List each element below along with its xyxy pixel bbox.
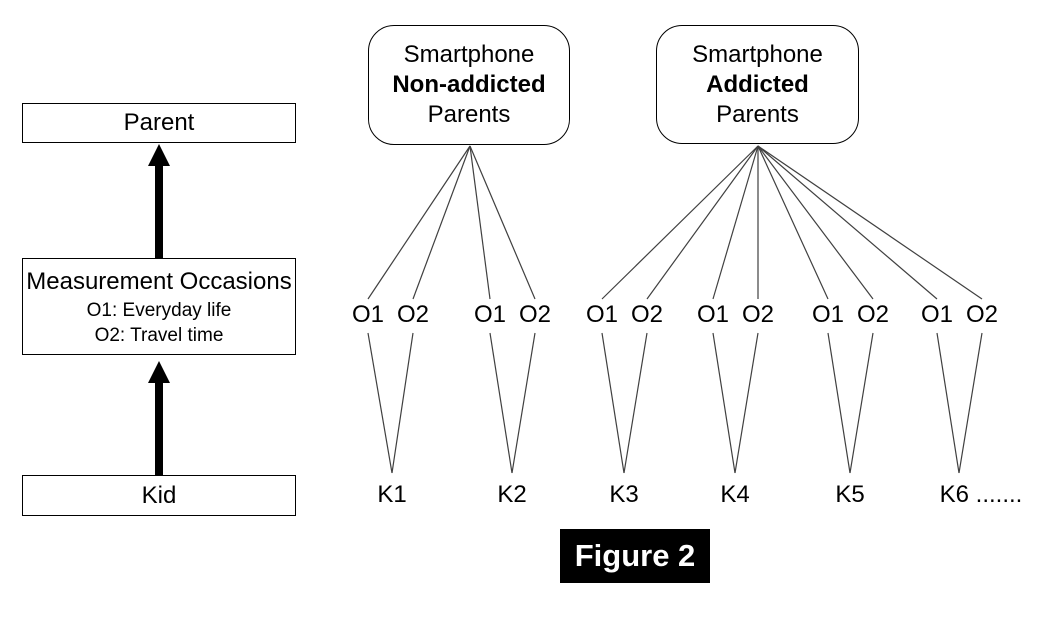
occasion-label-k4-o1: O1	[696, 301, 730, 328]
non-addicted-line3: Parents	[427, 101, 511, 128]
measurement-occasions-box: Measurement Occasions O1: Everyday life …	[22, 258, 296, 355]
arrow-kid-to-measurement	[148, 361, 170, 475]
figure-caption: Figure 2	[574, 538, 696, 573]
figure-caption-box: Figure 2	[560, 529, 710, 583]
measurement-o1-description: O1: Everyday life	[86, 299, 232, 321]
occasion-label-k4-o2: O2	[741, 301, 775, 328]
addicted-line1: Smartphone	[692, 40, 823, 68]
v-lines-kids	[367, 332, 983, 474]
fan-addicted	[601, 145, 983, 300]
kid-label-k3: K3	[609, 481, 639, 508]
occasion-label-k2-o2: O2	[518, 301, 552, 328]
occasion-label-k2-o1: O1	[473, 301, 507, 328]
non-addicted-line1: Smartphone	[403, 41, 535, 68]
occasion-label-k5-o1: O1	[811, 301, 845, 328]
kid-label-k6-ellipsis: K6 .......	[939, 481, 1023, 508]
occasion-label-k3-o1: O1	[585, 301, 619, 328]
addicted-parents-box: Smartphone Addicted Parents	[656, 25, 859, 144]
parent-box: Parent	[22, 103, 296, 143]
occasion-label-k5-o2: O2	[856, 301, 890, 328]
arrow-measurement-to-parent	[148, 144, 170, 258]
addicted-line2: Addicted	[706, 70, 809, 98]
occasion-label-k6-o2: O2	[965, 301, 999, 328]
occasion-label-k1-o2: O2	[396, 301, 430, 328]
kid-box: Kid	[22, 475, 296, 516]
occasion-label-k6-o1: O1	[920, 301, 954, 328]
kid-label: Kid	[141, 481, 177, 509]
fan-non-addicted	[367, 145, 536, 300]
kid-label-k5: K5	[835, 481, 865, 508]
measurement-title: Measurement Occasions	[26, 267, 292, 295]
kid-label-k2: K2	[497, 481, 527, 508]
non-addicted-line2: Non-addicted	[392, 71, 546, 98]
kid-label-k1: K1	[377, 481, 407, 508]
kid-label-k4: K4	[720, 481, 750, 508]
parent-label: Parent	[123, 109, 195, 136]
addicted-line3: Parents	[716, 100, 799, 128]
occasion-label-k1-o1: O1	[351, 301, 385, 328]
measurement-o2-description: O2: Travel time	[94, 324, 224, 346]
non-addicted-parents-box: Smartphone Non-addicted Parents	[368, 25, 570, 145]
occasion-label-k3-o2: O2	[630, 301, 664, 328]
